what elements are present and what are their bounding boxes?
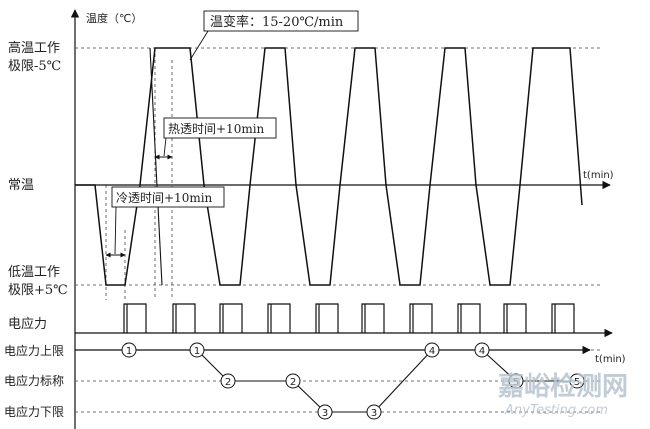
marker-circle xyxy=(220,373,236,389)
watermark-cn: 嘉峪检测网 xyxy=(498,371,628,402)
stress-lower-label: 电应力下限 xyxy=(4,404,64,419)
marker-circle xyxy=(317,404,333,420)
marker-circle xyxy=(189,342,205,358)
marker-number: 4 xyxy=(479,346,485,357)
low-limit-label-2: 极限+5℃ xyxy=(8,283,68,298)
soak-cold-leader xyxy=(114,206,117,255)
marker-circle xyxy=(121,342,137,358)
marker-circle xyxy=(474,342,490,358)
marker-number: 2 xyxy=(290,377,296,388)
temperature-cycle-curve xyxy=(75,47,583,286)
soak-hot-leader xyxy=(163,137,167,157)
marker-number: 1 xyxy=(126,346,132,357)
stress-label: 电应力 xyxy=(8,316,47,332)
stress-sequence-line xyxy=(129,349,577,413)
y-axis-title: 温度（℃） xyxy=(86,11,142,25)
marker-circle xyxy=(508,373,524,389)
soak-hot-callout-box xyxy=(163,117,277,139)
marker-circle xyxy=(366,404,382,420)
high-limit-label-2: 极限-5℃ xyxy=(8,59,61,74)
stress-upper-label: 电应力上限 xyxy=(4,343,64,358)
stress-pulse-train xyxy=(123,303,575,333)
rate-callout-leader xyxy=(189,30,209,61)
soak-cold-callout-box xyxy=(111,186,225,208)
watermark-en: AnyTesting.com xyxy=(504,403,608,418)
soak-cold-callout-text: 冷透时间+10min xyxy=(116,191,213,205)
room-temp-label: 常温 xyxy=(8,178,34,193)
marker-circle xyxy=(285,373,301,389)
marker-number: 5 xyxy=(513,377,519,388)
marker-number: 1 xyxy=(194,346,200,357)
rate-callout-text: 温变率：15-20℃/min xyxy=(210,14,344,30)
high-limit-label-1: 高温工作 xyxy=(8,40,60,56)
first-ramp-inner-edge xyxy=(149,47,163,286)
low-limit-label-1: 低温工作 xyxy=(8,265,60,280)
rate-callout-box xyxy=(203,10,359,32)
stress-nominal-label: 电应力标称 xyxy=(4,373,64,388)
marker-number: 3 xyxy=(371,408,377,419)
marker-number: 5 xyxy=(574,377,580,388)
time-axis-label: t(min) xyxy=(583,170,614,181)
stress-step-markers: 1 1 2 2 3 3 4 4 5 5 xyxy=(121,342,585,420)
vertical-guides xyxy=(105,48,173,300)
marker-circle xyxy=(569,373,585,389)
soak-hot-callout-text: 热透时间+10min xyxy=(168,122,265,136)
marker-number: 2 xyxy=(225,377,231,388)
marker-circle xyxy=(424,342,440,358)
marker-number: 3 xyxy=(322,408,328,419)
stress-time-axis-label: t(min) xyxy=(595,354,626,365)
marker-number: 4 xyxy=(429,346,435,357)
